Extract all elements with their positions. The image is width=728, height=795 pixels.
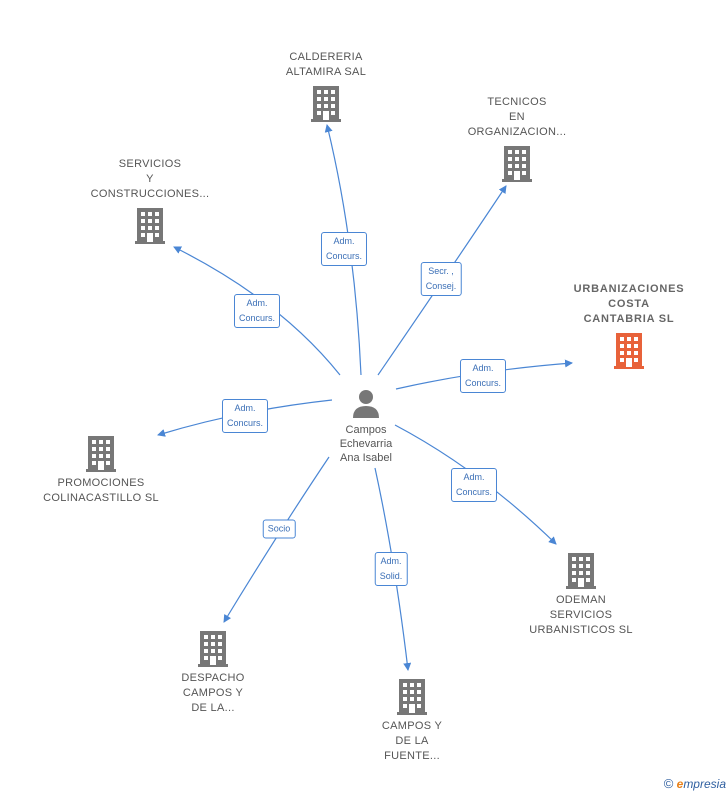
building-icon [198,631,228,667]
company-campos[interactable]: CAMPOS Y DE LA FUENTE... [342,679,482,764]
company-tecnicos[interactable]: TECNICOS EN ORGANIZACION... [447,95,587,182]
building-icon [502,146,532,182]
building-icon [86,436,116,472]
company-promociones[interactable]: PROMOCIONES COLINACASTILLO SL [31,436,171,506]
brand-logo-e: e [676,777,684,791]
edge-label-promociones[interactable]: Adm. Concurs. [221,399,269,433]
brand-logo-text: mpresia [683,777,726,791]
company-name: TECNICOS EN ORGANIZACION... [467,96,567,138]
company-servicios[interactable]: SERVICIOS Y CONSTRUCCIONES... [80,157,220,244]
edge-label-caldereria[interactable]: Adm. Concurs. [320,232,368,266]
edge-label-urbanizaciones[interactable]: Adm. Concurs. [459,359,507,393]
company-name: DESPACHO CAMPOS Y DE LA... [181,672,245,714]
copyright-symbol: © [663,776,674,791]
company-name: SERVICIOS Y CONSTRUCCIONES... [90,158,210,200]
company-name: PROMOCIONES COLINACASTILLO SL [43,477,159,504]
company-name: CAMPOS Y DE LA FUENTE... [381,720,443,762]
company-name: URBANIZACIONES COSTA CANTABRIA SL [573,283,685,325]
building-icon [614,333,644,369]
person-icon [353,390,379,418]
edge-label-campos[interactable]: Adm. Solid. [374,552,408,586]
company-despacho[interactable]: DESPACHO CAMPOS Y DE LA... [143,631,283,716]
company-caldereria[interactable]: CALDERERIA ALTAMIRA SAL [256,50,396,122]
building-icon [311,86,341,122]
building-icon [566,553,596,589]
company-odeman[interactable]: ODEMAN SERVICIOS URBANISTICOS SL [511,553,651,638]
edge-label-tecnicos[interactable]: Secr. , Consej. [420,262,462,296]
brand-footer[interactable]: © empresia [664,776,726,791]
company-name: CALDERERIA ALTAMIRA SAL [285,51,367,78]
edge-despacho [223,456,330,623]
building-icon [135,208,165,244]
edge-label-despacho[interactable]: Socio [262,519,296,539]
edge-label-servicios[interactable]: Adm. Concurs. [233,294,281,328]
building-icon [397,679,427,715]
edge-label-odeman[interactable]: Adm. Concurs. [450,468,498,502]
company-urbanizaciones[interactable]: URBANIZACIONES COSTA CANTABRIA SL [555,282,703,369]
center-person[interactable]: Campos Echevarria Ana Isabel [318,388,414,465]
person-name: Campos Echevarria Ana Isabel [339,424,393,464]
company-name: ODEMAN SERVICIOS URBANISTICOS SL [529,594,633,636]
